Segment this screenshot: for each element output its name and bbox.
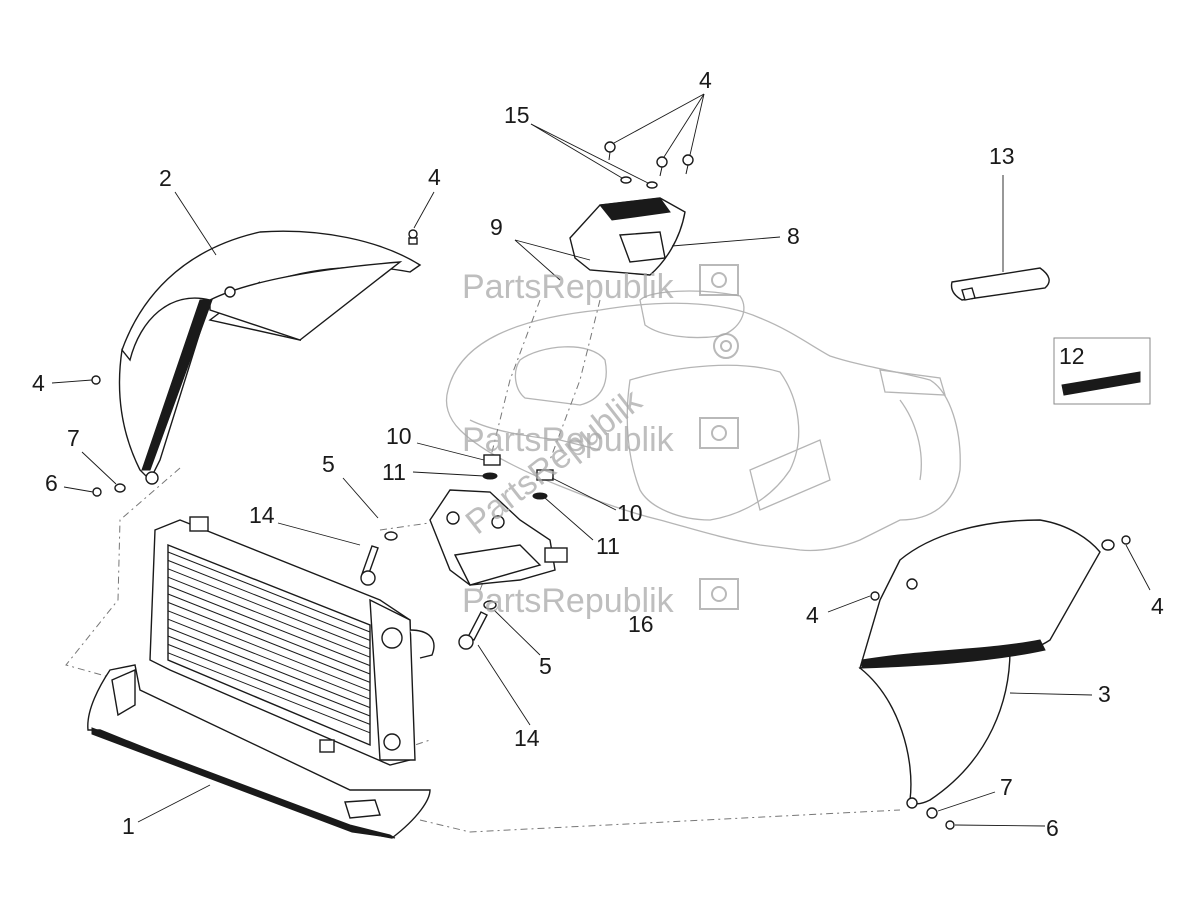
center-bracket [429, 489, 568, 586]
callout-9: 9 [490, 214, 503, 240]
callout-leader-lines [51, 93, 1151, 827]
callout-11: 11 [596, 533, 620, 559]
callout-2: 2 [159, 165, 172, 191]
pad-part-12-box [1053, 337, 1151, 405]
gear-flag-icon [699, 578, 739, 610]
bolt-icon [458, 600, 497, 650]
radiator-fin [167, 610, 371, 692]
gear-flag-icon [699, 264, 739, 296]
radiator-fin [167, 593, 371, 675]
radiator-fin [167, 635, 371, 717]
screw-icon [656, 156, 668, 177]
callout-15: 15 [504, 102, 530, 128]
callout-14: 14 [249, 502, 275, 528]
screw-icon [604, 141, 616, 161]
callout-14: 14 [514, 725, 540, 751]
radiator-fins [167, 551, 371, 734]
radiator [149, 516, 435, 766]
callout-6: 6 [1046, 815, 1059, 841]
bolt-icon [360, 531, 398, 586]
callout-6: 6 [45, 470, 58, 496]
screw-icon [682, 154, 694, 175]
callout-5: 5 [322, 451, 335, 477]
watermark-text: PartsRepublik [462, 421, 675, 459]
upper-center-cover [569, 197, 686, 276]
gear-flag-icon [713, 333, 739, 359]
hardware-fasteners [91, 141, 1131, 830]
radiator-fin [167, 652, 371, 734]
callout-5: 5 [539, 653, 552, 679]
watermark-text: PartsRepublik [462, 582, 675, 620]
radiator-fin [167, 601, 371, 683]
callout-1: 1 [122, 813, 135, 839]
callout-12: 12 [1059, 343, 1085, 369]
callout-3: 3 [1098, 681, 1111, 707]
callout-4: 4 [699, 67, 712, 93]
radiator-fin [167, 551, 371, 633]
callout-11: 11 [382, 459, 406, 485]
gear-flag-icon [699, 417, 739, 449]
radiator-fin [167, 643, 371, 725]
callout-4: 4 [428, 164, 441, 190]
radiator-fin [167, 576, 371, 658]
callout-16: 16 [628, 611, 654, 637]
radiator-fin [167, 627, 371, 709]
callout-4: 4 [32, 370, 45, 396]
callout-8: 8 [787, 223, 800, 249]
watermark-text: PartsRepublik [462, 268, 675, 306]
callout-13: 13 [989, 143, 1015, 169]
callout-10: 10 [617, 500, 643, 526]
callout-10: 10 [386, 423, 412, 449]
radiator-fin [167, 568, 371, 650]
left-upper-fairing [118, 230, 422, 485]
clip-icon [408, 229, 418, 245]
callout-4: 4 [806, 602, 819, 628]
assembly-guide-lines [65, 299, 901, 833]
pad-part-13 [950, 267, 1050, 301]
radiator-fin [167, 585, 371, 667]
callout-labels: 1 2 3 4 4 4 4 4 5 5 6 6 7 7 8 9 10 10 11… [32, 67, 1164, 841]
right-lower-fairing [858, 519, 1101, 809]
fuel-tank-ghost-outline [445, 290, 961, 552]
callout-7: 7 [67, 425, 80, 451]
callout-4: 4 [1151, 593, 1164, 619]
radiator-fin [167, 559, 371, 641]
radiator-fin [167, 618, 371, 700]
lower-radiator-cover [87, 664, 431, 839]
callout-7: 7 [1000, 774, 1013, 800]
